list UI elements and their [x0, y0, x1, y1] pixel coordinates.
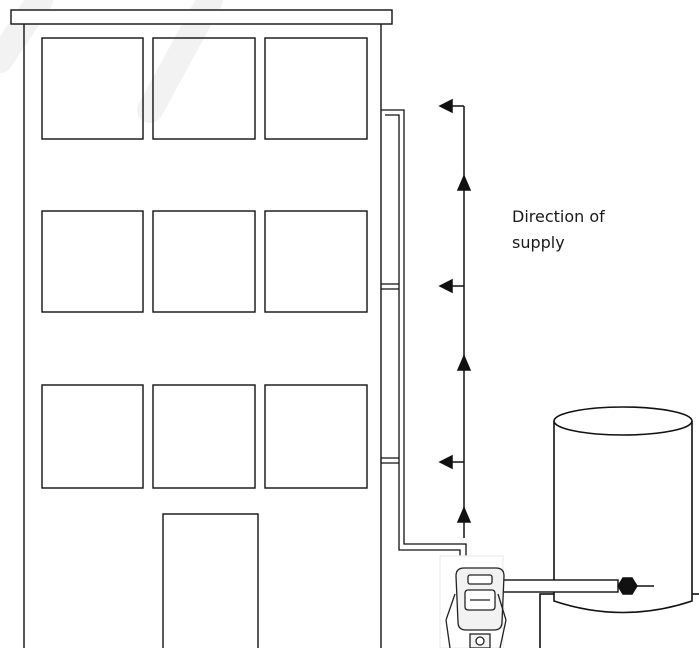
supply-direction-arrows [438, 98, 472, 538]
tank-top [553, 406, 693, 436]
direction-of-supply-label: Direction of [512, 207, 605, 226]
window [264, 37, 368, 140]
direction-of-supply-label-line-2: supply [512, 233, 565, 252]
arrow-up-icon [456, 174, 472, 191]
riser-pipe [381, 109, 467, 575]
valve-icon [617, 577, 638, 595]
arrow-left-icon [438, 98, 453, 114]
arrow-up-icon [456, 354, 472, 371]
tank-body [553, 421, 693, 614]
door [162, 513, 259, 648]
window [41, 384, 144, 489]
window [152, 37, 256, 140]
window [264, 210, 368, 313]
arrow-left-icon [438, 278, 453, 294]
roof-cap [10, 9, 393, 25]
arrow-up-icon [456, 506, 472, 523]
building [10, 9, 393, 648]
window [41, 210, 144, 313]
window [264, 384, 368, 489]
window [41, 37, 144, 140]
window [152, 384, 256, 489]
feed-pipe [502, 577, 654, 595]
arrow-left-icon [438, 454, 453, 470]
window [152, 210, 256, 313]
booster-pump-icon [439, 555, 507, 648]
water-tank-icon [539, 406, 699, 648]
